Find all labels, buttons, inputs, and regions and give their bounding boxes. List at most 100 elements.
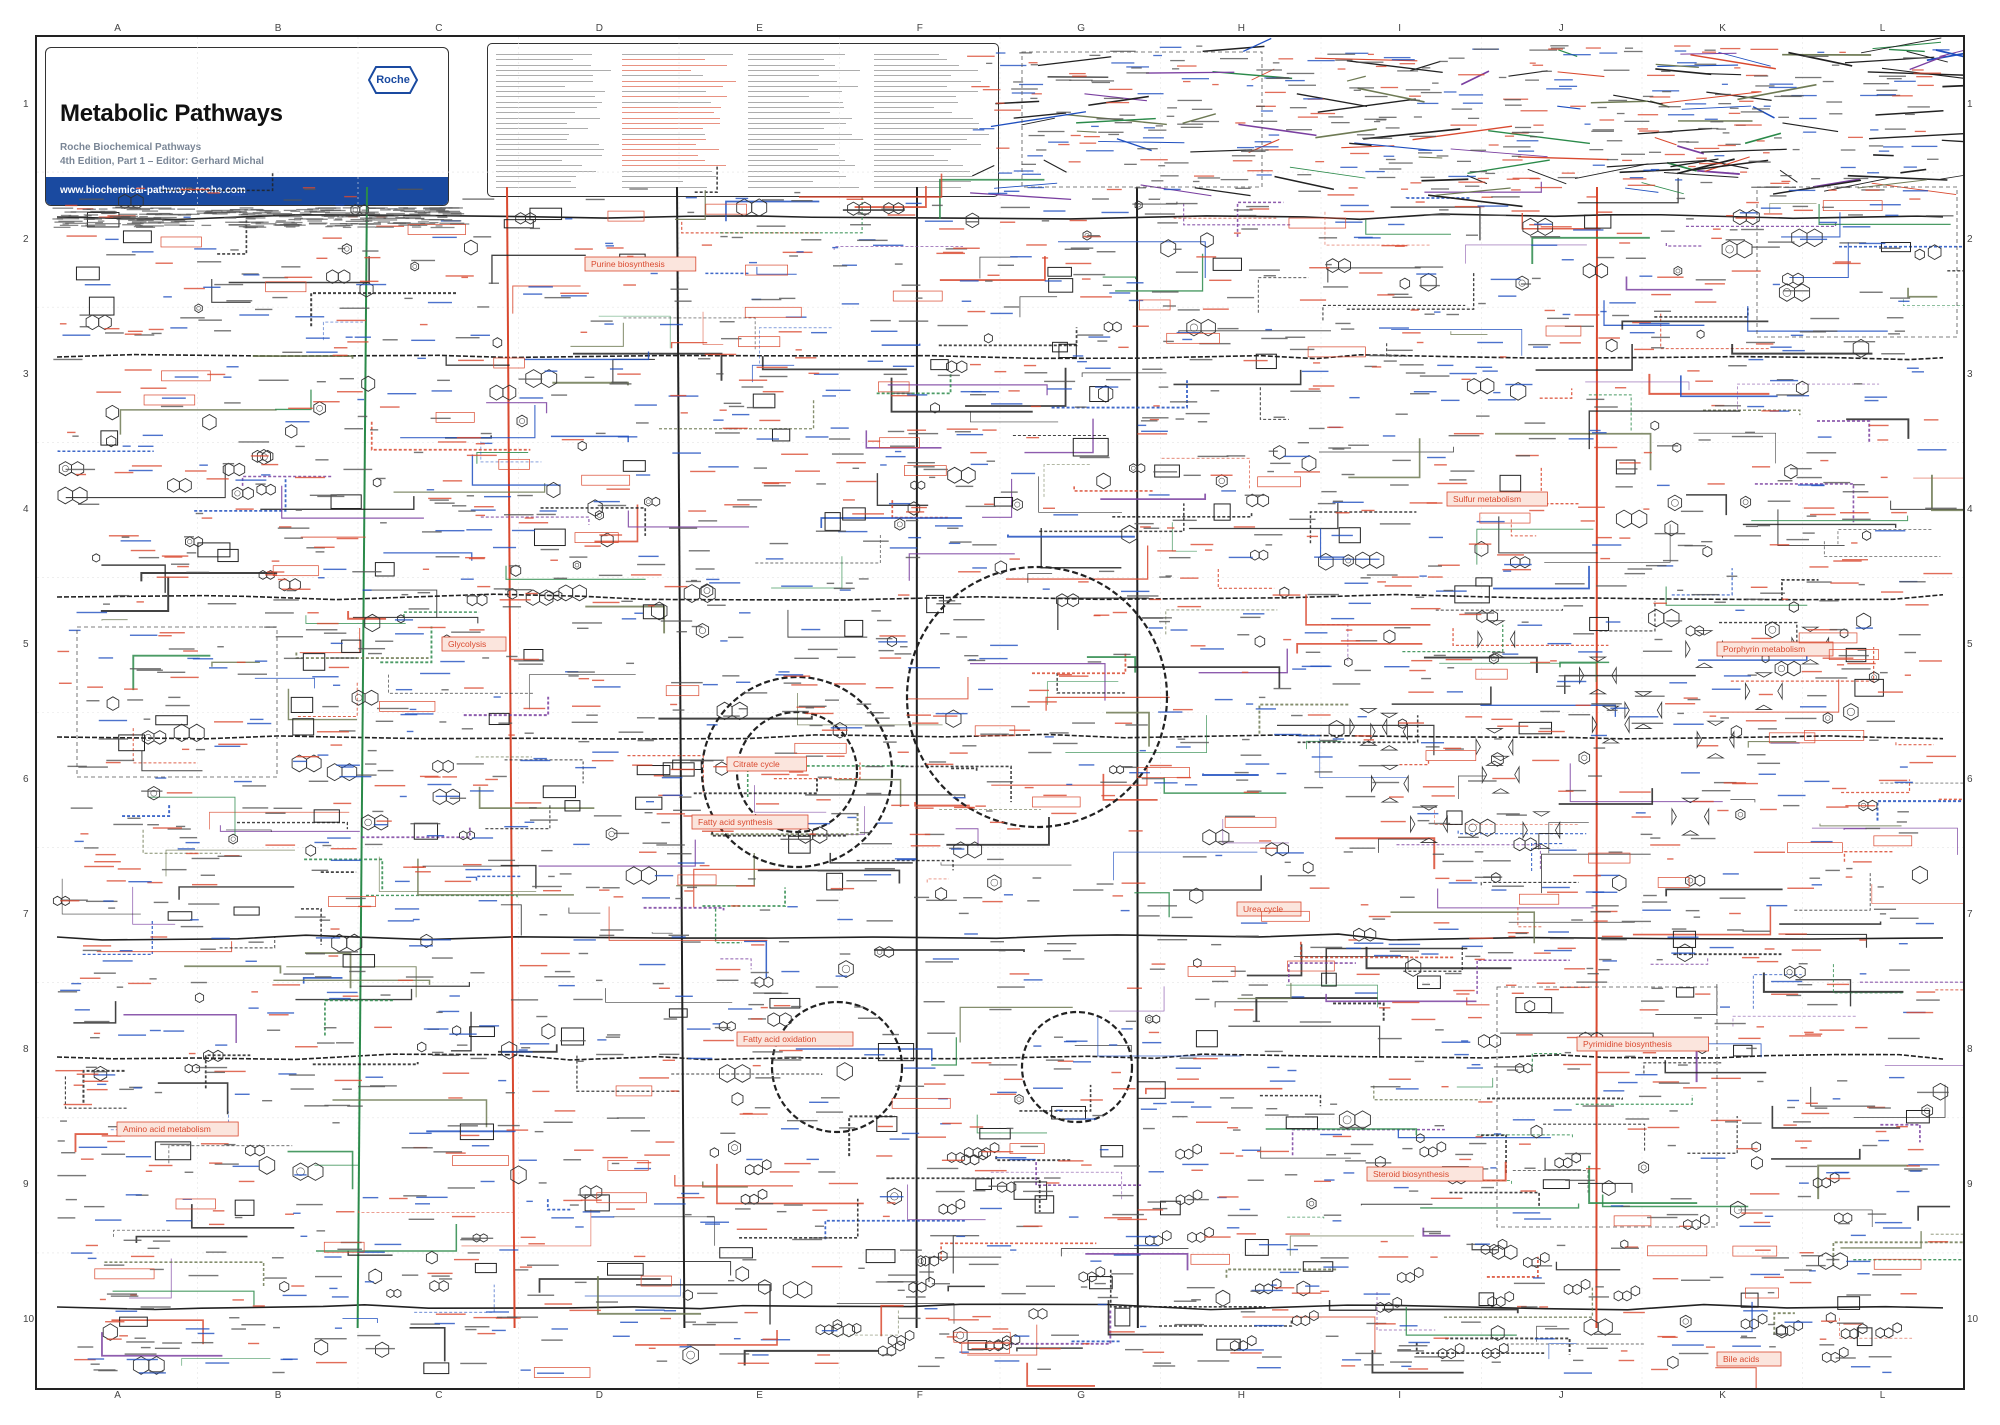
label-text-line <box>1416 273 1437 275</box>
pathway-connector <box>1935 989 1963 991</box>
pathway-connector <box>824 1219 966 1240</box>
label-text-line <box>1810 840 1833 843</box>
label-text-line <box>499 1249 519 1251</box>
label-text-line <box>1010 1249 1017 1251</box>
label-text-line <box>675 995 693 997</box>
compound-box <box>930 359 949 371</box>
label-text-line <box>519 1266 533 1268</box>
molecule-ring <box>202 413 217 431</box>
label-text-line <box>1177 123 1204 125</box>
label-text-line <box>184 1171 194 1173</box>
label-text-line <box>1288 84 1316 86</box>
label-text-line <box>1310 112 1336 115</box>
pathway-connector <box>1693 432 1776 464</box>
label-text-line <box>1354 735 1372 737</box>
label-text-line <box>616 1208 635 1210</box>
molecule-ring <box>967 841 983 859</box>
pathway-connector <box>211 661 260 667</box>
label-text-line <box>128 219 154 222</box>
pathway-connector <box>876 374 952 395</box>
pathway-connector <box>886 1177 1041 1213</box>
label-text-line <box>1423 1230 1441 1233</box>
label-text-line <box>264 1277 287 1279</box>
label-text-line <box>1053 1036 1064 1038</box>
label-text-line <box>1297 116 1318 118</box>
label-text-line <box>971 85 990 88</box>
label-text-line <box>1605 621 1621 623</box>
molecule-ring <box>1774 660 1789 677</box>
label-text-line <box>1531 277 1541 280</box>
label-text-line <box>830 887 855 890</box>
label-text-line <box>1218 1196 1239 1198</box>
molecule-ring <box>1195 1231 1206 1243</box>
label-text-line <box>188 903 220 905</box>
label-text-line <box>436 1011 443 1014</box>
label-text-line <box>659 1053 680 1056</box>
label-text-line <box>364 256 381 259</box>
molecule-ring <box>306 754 322 773</box>
label-text-line <box>1799 1252 1814 1254</box>
label-text-line <box>959 1351 969 1353</box>
pathway-connector <box>1373 1085 1481 1101</box>
label-text-line <box>1378 116 1397 118</box>
label-text-line <box>119 950 133 952</box>
pathway-connector <box>623 317 756 352</box>
label-text-line <box>1857 1273 1870 1275</box>
pathway-connector <box>1171 522 1197 552</box>
label-text-line <box>882 1215 890 1218</box>
legend-text-line <box>622 59 706 61</box>
label-text-line <box>1212 83 1219 86</box>
molecule-ring <box>1834 1212 1844 1224</box>
label-text-line <box>1565 1179 1595 1182</box>
label-text-line <box>805 712 834 715</box>
label-text-line <box>1840 149 1856 151</box>
label-text-line <box>1441 1085 1449 1088</box>
label-text-line <box>254 660 268 662</box>
label-text-line <box>102 960 133 962</box>
pathway-connector <box>1422 1227 1451 1237</box>
label-text-line <box>838 530 868 533</box>
label-text-line <box>163 296 172 298</box>
label-text-line <box>964 654 979 657</box>
pathway-trunk <box>1595 186 1598 1329</box>
pathway-connector <box>836 1303 955 1324</box>
label-text-line <box>185 1328 210 1330</box>
label-text-line <box>170 327 188 329</box>
label-text-line <box>936 603 962 605</box>
label-text-line <box>599 934 615 937</box>
label-text-line <box>1175 746 1191 748</box>
label-text-line <box>1559 85 1578 87</box>
pathway-connector <box>1816 420 1871 444</box>
compound-box <box>341 639 362 653</box>
label-text-line <box>1504 135 1515 137</box>
pathway-connector <box>797 693 943 726</box>
label-text-line <box>1023 1225 1043 1227</box>
label-text-line <box>1723 782 1747 784</box>
label-text-line <box>1677 62 1697 64</box>
label-text-line <box>980 733 1009 735</box>
label-text-line <box>847 816 857 819</box>
label-text-line <box>409 213 431 215</box>
label-text-line <box>702 683 718 686</box>
label-text-line <box>1275 852 1304 854</box>
molecule-ring <box>502 384 517 401</box>
label-text-line <box>232 1165 259 1168</box>
label-text-line <box>1190 1106 1212 1108</box>
label-text-line <box>139 215 148 218</box>
molecule-ring <box>326 763 343 782</box>
label-text-line <box>1837 1080 1848 1082</box>
molecule-ring <box>1116 765 1125 775</box>
pathway-connector <box>1019 1084 1092 1112</box>
pathway-connector <box>1517 156 1609 161</box>
label-text-line <box>83 218 95 220</box>
label-text-line <box>1214 698 1233 701</box>
pathway-connector <box>132 654 211 691</box>
label-text-line <box>1058 143 1070 146</box>
label-text-line <box>979 128 995 130</box>
label-text-line <box>599 534 623 536</box>
label-text-line <box>1608 99 1628 102</box>
label-text-line <box>327 217 335 219</box>
label-text-line <box>387 208 398 210</box>
label-text-line <box>630 1130 651 1132</box>
label-text-line <box>1656 445 1679 447</box>
